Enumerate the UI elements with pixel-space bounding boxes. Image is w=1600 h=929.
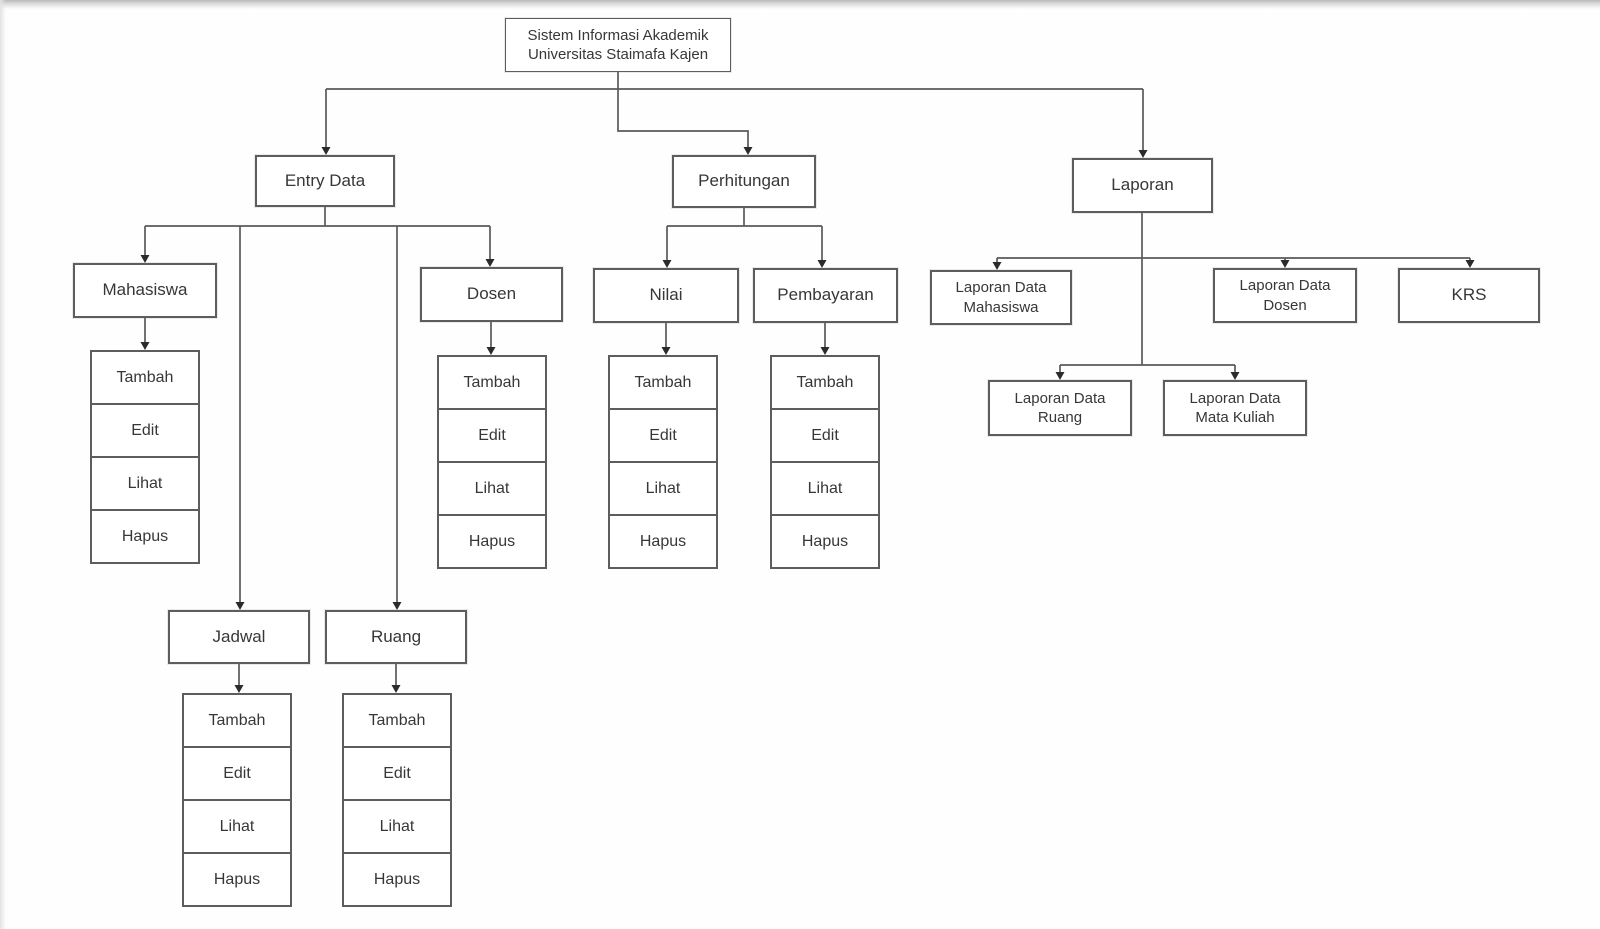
- node-mahasiswa: Mahasiswa: [73, 263, 217, 318]
- action-hapus: Hapus: [437, 514, 547, 569]
- node-ruang: Ruang: [325, 610, 467, 664]
- action-tambah: Tambah: [342, 693, 452, 748]
- action-edit: Edit: [182, 746, 292, 801]
- node-dosen: Dosen: [420, 267, 563, 322]
- nilai-actions: Tambah Edit Lihat Hapus: [608, 355, 718, 569]
- action-lihat: Lihat: [437, 461, 547, 516]
- node-pembayaran: Pembayaran: [753, 268, 898, 323]
- action-edit: Edit: [342, 746, 452, 801]
- action-tambah: Tambah: [608, 355, 718, 410]
- action-lihat: Lihat: [342, 799, 452, 854]
- node-jadwal: Jadwal: [168, 610, 310, 664]
- action-tambah: Tambah: [437, 355, 547, 410]
- action-tambah: Tambah: [770, 355, 880, 410]
- pembayaran-actions: Tambah Edit Lihat Hapus: [770, 355, 880, 569]
- action-tambah: Tambah: [90, 350, 200, 405]
- dosen-actions: Tambah Edit Lihat Hapus: [437, 355, 547, 569]
- action-lihat: Lihat: [90, 456, 200, 511]
- node-laporan: Laporan: [1072, 158, 1213, 213]
- action-hapus: Hapus: [342, 852, 452, 907]
- page-top-shadow: [0, 0, 1600, 9]
- action-lihat: Lihat: [182, 799, 292, 854]
- action-hapus: Hapus: [608, 514, 718, 569]
- node-nilai: Nilai: [593, 268, 739, 323]
- action-edit: Edit: [770, 408, 880, 463]
- action-edit: Edit: [608, 408, 718, 463]
- node-laporan-data-dosen: Laporan Data Dosen: [1213, 268, 1357, 323]
- node-laporan-data-mata-kuliah: Laporan Data Mata Kuliah: [1163, 380, 1307, 436]
- action-hapus: Hapus: [90, 509, 200, 564]
- node-laporan-data-mahasiswa: Laporan Data Mahasiswa: [930, 270, 1072, 325]
- page-left-shadow: [0, 0, 6, 929]
- node-laporan-data-ruang: Laporan Data Ruang: [988, 380, 1132, 436]
- ruang-actions: Tambah Edit Lihat Hapus: [342, 693, 452, 907]
- action-hapus: Hapus: [182, 852, 292, 907]
- action-hapus: Hapus: [770, 514, 880, 569]
- node-root: Sistem Informasi Akademik Universitas St…: [505, 18, 731, 72]
- action-lihat: Lihat: [770, 461, 880, 516]
- action-edit: Edit: [437, 408, 547, 463]
- action-tambah: Tambah: [182, 693, 292, 748]
- action-lihat: Lihat: [608, 461, 718, 516]
- node-perhitungan: Perhitungan: [672, 155, 816, 208]
- node-entry-data: Entry Data: [255, 155, 395, 207]
- node-krs: KRS: [1398, 268, 1540, 323]
- mahasiswa-actions: Tambah Edit Lihat Hapus: [90, 350, 200, 564]
- action-edit: Edit: [90, 403, 200, 458]
- jadwal-actions: Tambah Edit Lihat Hapus: [182, 693, 292, 907]
